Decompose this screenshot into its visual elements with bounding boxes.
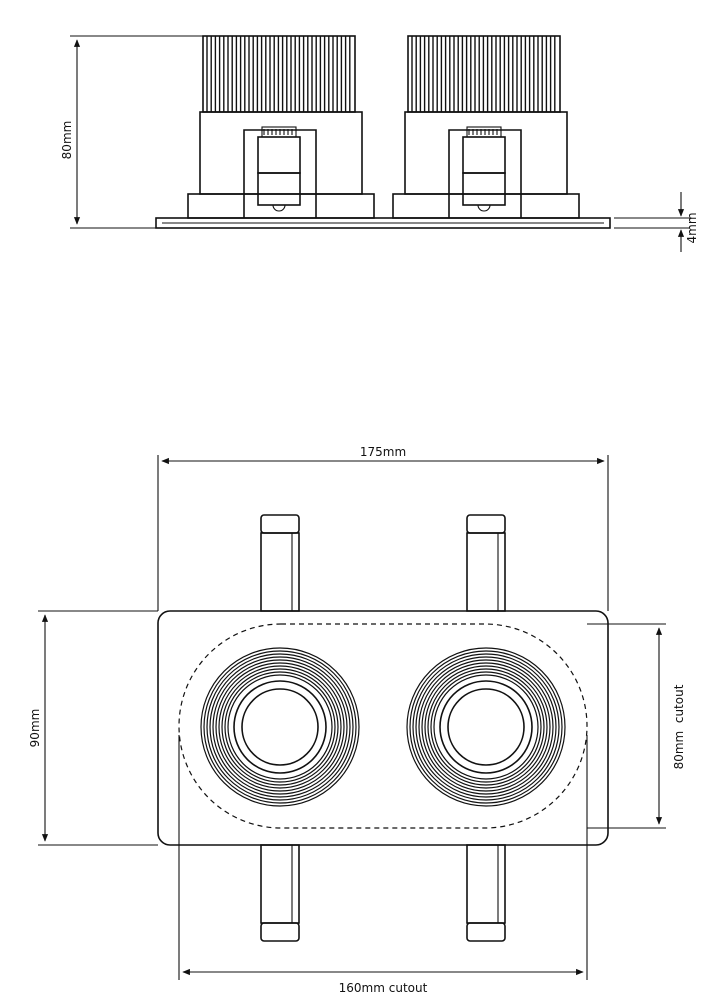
baffle-ring	[424, 665, 548, 789]
baffle-ring	[224, 671, 336, 783]
baffle-ring	[218, 665, 342, 789]
baffle-ring	[406, 647, 566, 807]
baffle-ring	[418, 659, 554, 795]
lens-rim	[439, 680, 533, 774]
baffle-ring	[200, 647, 360, 807]
baffle-ring	[409, 650, 563, 804]
left-lamp-body	[187, 35, 375, 219]
overall-height-label: 90mm	[28, 709, 42, 748]
baffle-ring	[209, 656, 351, 798]
left-heatsink-fins	[206, 36, 351, 112]
cutout-height-label: 80mm cutout	[672, 684, 686, 769]
baffle-ring	[221, 668, 339, 786]
cutout-width-label: 160mm cutout	[339, 981, 428, 995]
clip-bottom-right	[466, 844, 506, 942]
trim-plate	[155, 217, 611, 229]
baffle-ring	[415, 656, 557, 798]
side-height-dimension: 80mm	[60, 35, 203, 229]
baffle-ring	[203, 650, 357, 804]
cutout-height-dimension: 80mm cutout	[587, 623, 686, 829]
baffle-ring	[427, 668, 545, 786]
cutout-outline	[178, 623, 588, 829]
lens-aperture	[447, 688, 525, 766]
right-lamp-body	[392, 35, 580, 219]
overall-width-label: 175mm	[360, 445, 406, 459]
baffle-ring	[421, 662, 551, 792]
side-view-elevation: 80mm 4mm	[60, 35, 699, 252]
clip-top-right	[466, 514, 506, 612]
side-height-label: 80mm	[60, 121, 74, 160]
right-lens	[406, 647, 566, 807]
top-view-plan: 175mm 90mm 80mm cutout 160mm cutout	[28, 445, 686, 995]
baffle-ring	[430, 671, 542, 783]
cutout-width-dimension: 160mm cutout	[178, 735, 588, 995]
baffle-ring	[212, 659, 348, 795]
baffle-ring	[412, 653, 560, 801]
baffle-ring	[215, 662, 345, 792]
right-heatsink-fins	[411, 36, 556, 112]
clip-top-left	[260, 514, 300, 612]
overall-height-dimension: 90mm	[28, 610, 158, 846]
trim-thickness-label: 4mm	[685, 212, 699, 243]
lens-aperture	[241, 688, 319, 766]
trim-thickness-dimension: 4mm	[614, 192, 699, 252]
overall-width-dimension: 175mm	[157, 445, 609, 611]
clip-bottom-left	[260, 844, 300, 942]
baffle-ring	[227, 674, 333, 780]
lens-rim	[233, 680, 327, 774]
trim-outline	[157, 610, 609, 846]
baffle-ring	[433, 674, 539, 780]
left-lens	[200, 647, 360, 807]
baffle-ring	[206, 653, 354, 801]
